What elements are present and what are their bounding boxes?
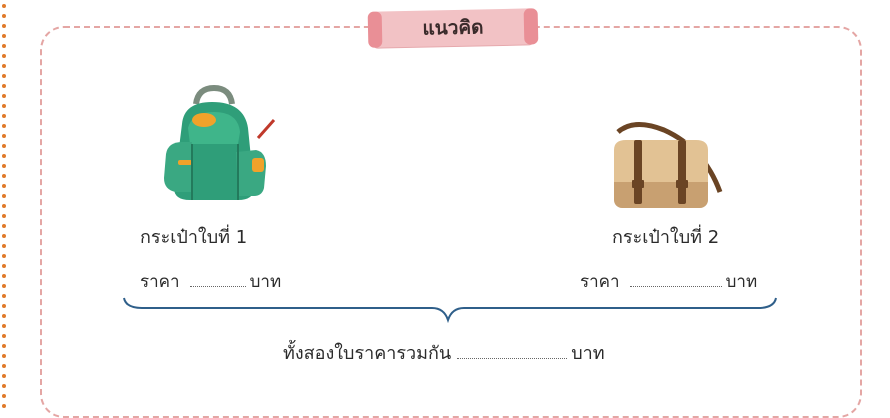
bag2-price-blank[interactable] xyxy=(629,272,722,287)
title-tab: แนวคิด xyxy=(367,8,539,48)
satchel-icon xyxy=(614,122,723,208)
section-title: แนวคิด xyxy=(422,16,484,40)
bag1-price-unit: บาท xyxy=(249,272,282,292)
total-row: ทั้งสองใบราคารวมกัน บาท xyxy=(283,338,605,367)
bag2-label: กระเป๋าใบที่ 2 xyxy=(612,227,720,248)
bag2-price-prefix: ราคา xyxy=(580,272,620,292)
bag1-price-prefix: ราคา xyxy=(140,272,180,292)
bag1-price-row: ราคา บาท xyxy=(140,268,281,295)
total-blank[interactable] xyxy=(457,344,568,359)
bag1-label: กระเป๋าใบที่ 1 xyxy=(140,227,248,248)
bag2-price-unit: บาท xyxy=(725,272,758,292)
bag1-price-blank[interactable] xyxy=(189,272,246,287)
total-unit: บาท xyxy=(571,343,605,364)
bag2-price-row: ราคา บาท xyxy=(580,268,757,295)
tab-stripe-right xyxy=(523,8,539,45)
backpack-icon xyxy=(164,84,276,200)
tab-stripe-left xyxy=(367,11,383,48)
curly-brace xyxy=(123,297,777,324)
total-prefix: ทั้งสองใบราคารวมกัน xyxy=(283,343,452,364)
decorative-dotted-edge xyxy=(2,4,6,408)
